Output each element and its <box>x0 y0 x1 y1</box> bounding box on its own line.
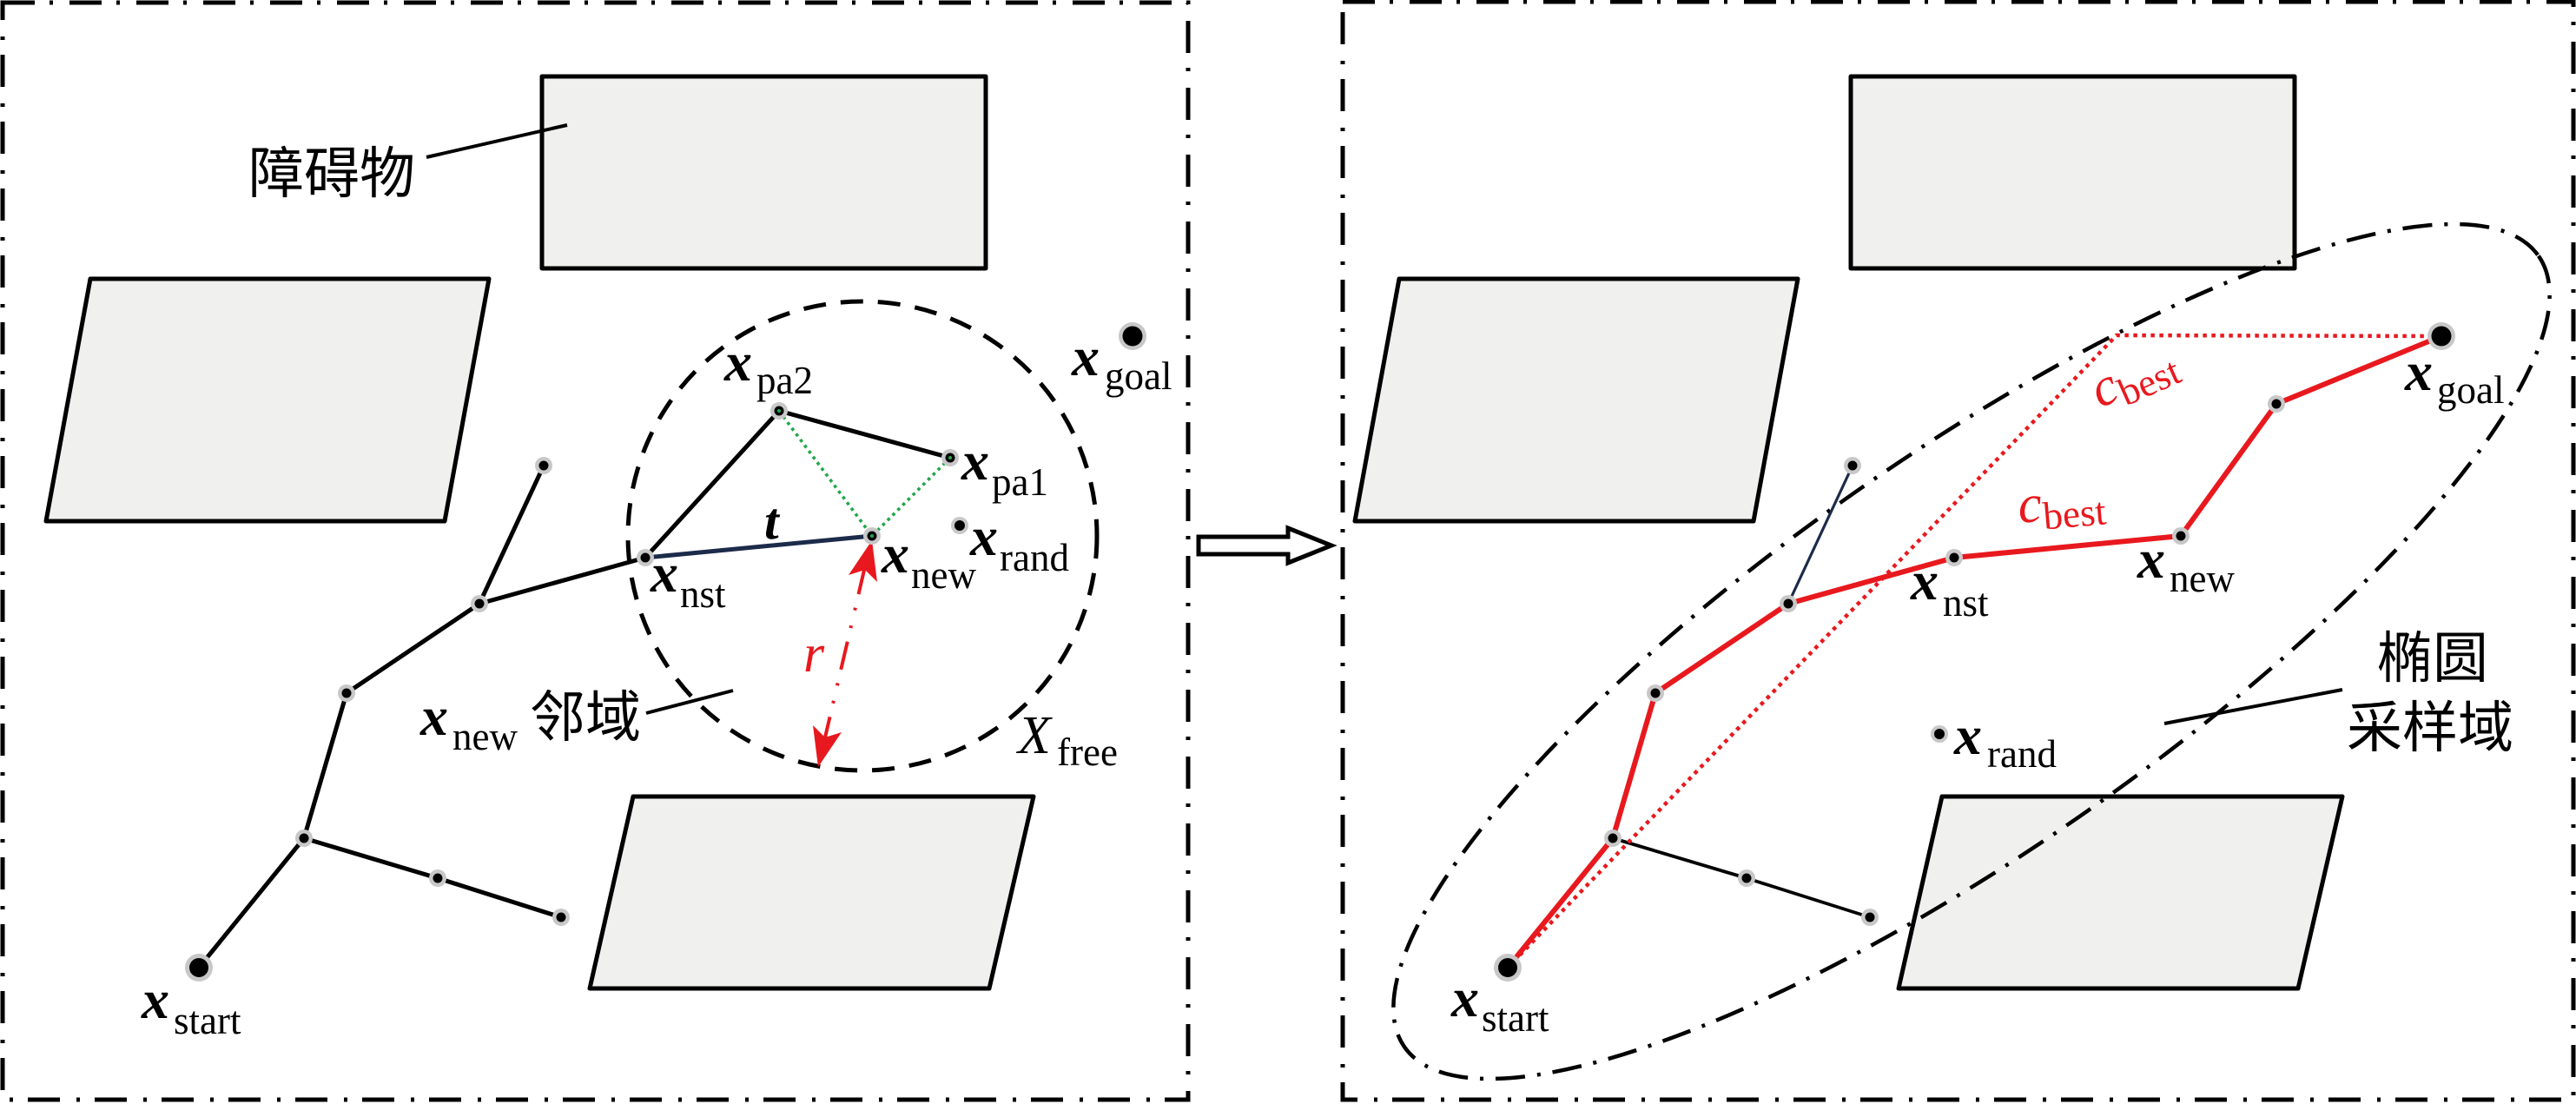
tree-nodes <box>185 322 1146 982</box>
label-x-start: xstart <box>1450 967 1549 1040</box>
arrowhead-down-icon <box>813 725 842 767</box>
label-radius-r: r <box>803 625 825 684</box>
obstacle-top-rect <box>539 74 988 271</box>
tree-edge <box>301 691 349 841</box>
obstacle-bottom-parallelogram <box>1896 794 2345 991</box>
obstacle-bottom-parallelogram <box>587 794 1036 991</box>
node <box>429 869 446 887</box>
left-panel-border <box>0 0 1191 1102</box>
right-panel-border <box>1340 0 2576 1102</box>
tree-edges <box>196 408 953 970</box>
node <box>295 830 313 847</box>
node <box>1844 457 1861 474</box>
obstacle-leader-line <box>426 123 568 159</box>
node <box>338 684 355 702</box>
cost-label-text: cbest <box>2015 468 2108 540</box>
node <box>1604 830 1622 847</box>
node-goal <box>2427 322 2455 350</box>
obstacle-top-rect <box>1848 74 2297 271</box>
node-new <box>2172 527 2190 545</box>
obstacle-left-parallelogram <box>43 276 492 524</box>
node <box>535 457 552 474</box>
tree-edge <box>776 408 953 460</box>
node-parent2 <box>770 402 788 420</box>
rewire-edge-pa2-to-new <box>777 409 874 538</box>
tree-edge <box>435 876 564 920</box>
radius-line <box>823 565 867 738</box>
node-rand <box>1931 725 1948 743</box>
tree-edge <box>477 463 546 606</box>
tree-edge <box>643 408 782 560</box>
neighborhood-circle <box>625 299 1100 773</box>
node-start <box>1494 954 1522 982</box>
node <box>1647 684 1664 702</box>
node-nearest <box>637 549 654 566</box>
best-path <box>1505 334 2444 970</box>
node-parent1 <box>941 449 959 466</box>
node <box>471 595 488 612</box>
right-hollow-arrow-icon <box>1196 525 1338 566</box>
label-x-rand: xrand <box>969 506 1069 579</box>
ellipse-label-line1: 椭圆 <box>2377 628 2488 690</box>
c-best-dotted-path <box>1506 333 2442 969</box>
tree-edge <box>301 836 440 881</box>
tree-nodes <box>1494 322 2455 982</box>
label-x-new: xnew <box>881 523 976 597</box>
node <box>2268 395 2285 413</box>
neighborhood-leader-line <box>645 689 734 715</box>
label-x-pa1: xpa1 <box>961 430 1048 504</box>
tree-edge-branch <box>1787 464 1854 605</box>
label-edge-t: t <box>764 493 781 550</box>
tree-edge <box>1611 836 1748 880</box>
node <box>1780 595 1797 612</box>
ellipse-label-line2: 采样域 <box>2347 697 2513 759</box>
node <box>552 909 570 926</box>
node-rand <box>951 517 968 534</box>
node-goal <box>1119 322 1146 350</box>
new-edge-nearest-to-new <box>643 533 875 560</box>
node <box>1738 869 1755 887</box>
obstacle-left-parallelogram <box>1352 276 1800 524</box>
radius-arrow <box>813 540 877 767</box>
node <box>1861 909 1879 926</box>
tree-edge <box>1745 876 1872 919</box>
tree-edge <box>196 836 307 970</box>
tree-edge <box>344 601 482 696</box>
obstacle-label: 障碍物 <box>248 143 415 205</box>
ellipse-leader-line <box>2163 688 2343 725</box>
node-new <box>863 527 881 545</box>
arrowhead-up-icon <box>849 540 877 582</box>
tree-edge <box>477 555 648 606</box>
node-start <box>185 954 213 982</box>
label-x-nst: xnst <box>650 542 726 616</box>
node-nearest <box>1945 549 1963 566</box>
cost-label-c-best-path: cbest <box>2015 468 2108 540</box>
left-panel: 障碍物 <box>0 0 1191 1102</box>
